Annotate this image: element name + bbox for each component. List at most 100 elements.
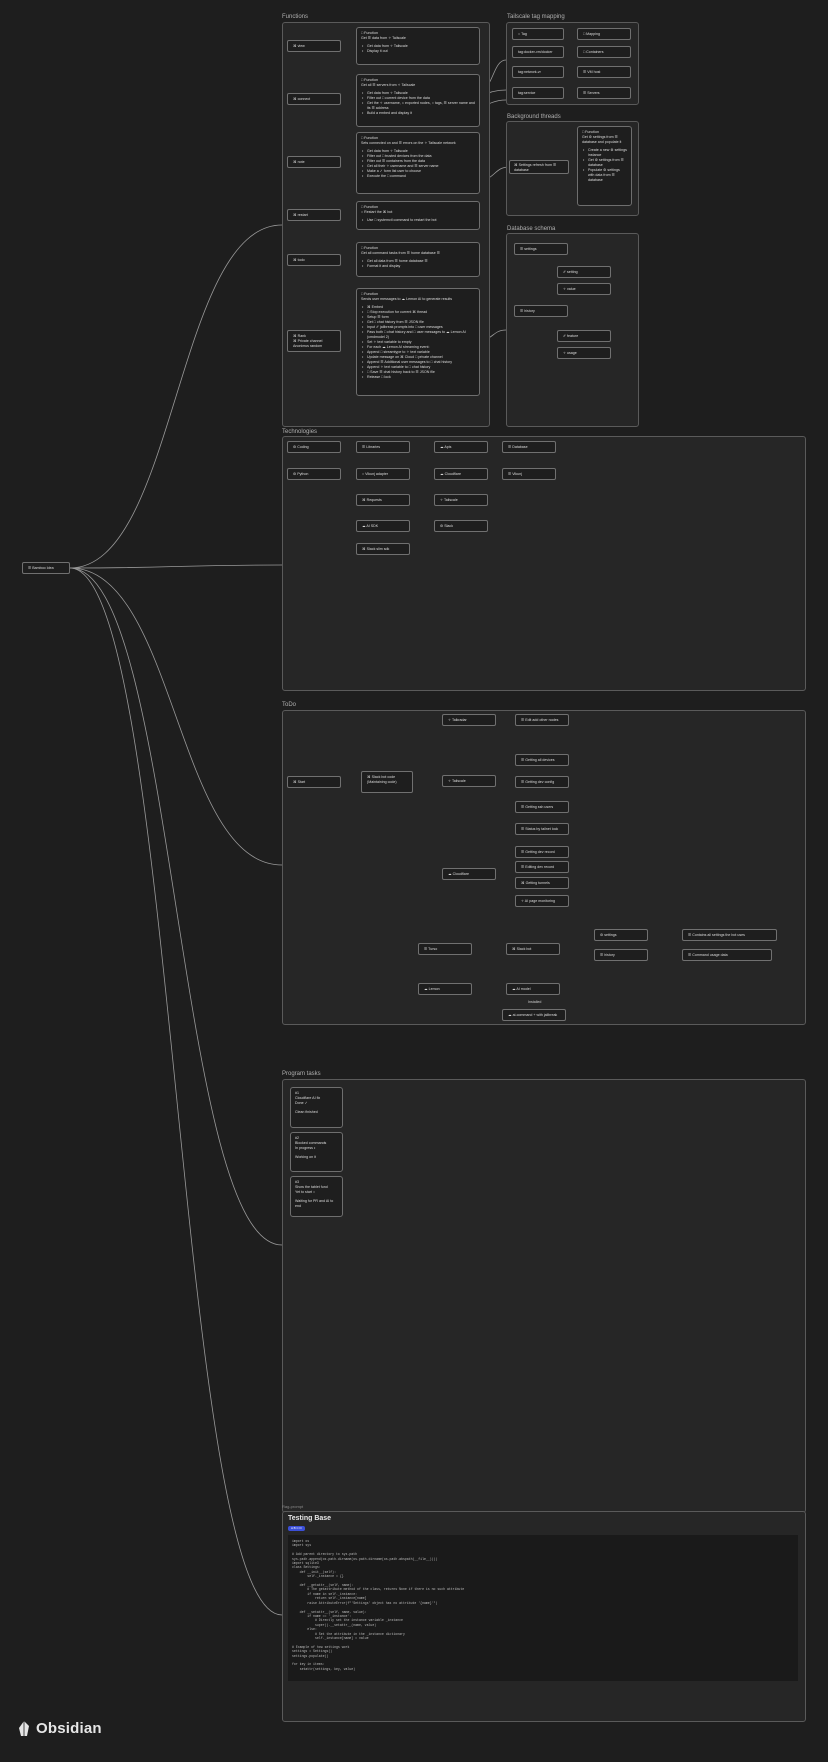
card-title: □ Function xyxy=(361,31,378,35)
card-list-item: Get □ chat history from ☰ JSON file xyxy=(361,320,475,325)
tech-requests[interactable]: ⌘ Requests xyxy=(356,494,410,506)
todo-db-history[interactable]: ☰ history xyxy=(594,949,648,961)
todo-db-item[interactable]: ☰ Contains all settings the bot uses xyxy=(682,929,777,941)
root-node[interactable]: ☰ Bamboo Idea xyxy=(22,562,70,574)
card-list-item: Display it out xyxy=(361,49,475,54)
todo-branch-tailscale[interactable]: ✧ Tailscale xyxy=(442,775,496,787)
tech-vikunj-adapter[interactable]: ○ Vikunj adapter xyxy=(356,468,410,480)
card-list-item: Filter out ☰ containers from the data xyxy=(361,159,475,164)
todo-item[interactable]: ⌘ Getting tunnels xyxy=(515,877,569,889)
tech-slack-sdk[interactable]: ⌘ Slack slim sdk xyxy=(356,543,410,555)
tech-vikunj[interactable]: ☰ Vikunj xyxy=(502,468,556,480)
task-name: Blocked commands xyxy=(295,1141,327,1145)
function-node-connect[interactable]: ⌘ connect xyxy=(287,93,341,105)
card-title: Sends user messages to ☁ Lemon AI to gen… xyxy=(361,297,453,301)
group-label-background: Background threads xyxy=(507,114,561,120)
rag-title: Testing Base xyxy=(288,1515,332,1522)
root-connector xyxy=(69,564,283,569)
todo-branch-turso[interactable]: ☰ Turso xyxy=(418,943,472,955)
function-node-todo[interactable]: ⌘ todo xyxy=(287,254,341,266)
mapping-node[interactable]: ☰ Servers xyxy=(577,87,631,99)
tech-database[interactable]: ☰ Database xyxy=(502,441,556,453)
card-list-item: Get all data from ☰ home database ☰ xyxy=(361,259,475,264)
todo-ai-install[interactable]: ☁ ai-command + with jailbreak xyxy=(502,1009,566,1021)
tech-ai-sdk[interactable]: ☁ AI SDK xyxy=(356,520,410,532)
todo-start[interactable]: ⌘ Start xyxy=(287,776,341,788)
db-table-settings[interactable]: ☰ settings xyxy=(514,243,568,255)
card-list-item: Get the ✧ username, ⌂ exported nodes, ○ … xyxy=(361,101,475,111)
tag-node[interactable]: tag:service xyxy=(512,87,564,99)
todo-item[interactable]: ☰ Getting dev record xyxy=(515,846,569,858)
todo-item[interactable]: ☰ Edit add other nodes xyxy=(515,714,569,726)
todo-item[interactable]: ☰ Getting dev config xyxy=(515,776,569,788)
tag-node[interactable]: tag:network-vr xyxy=(512,66,564,78)
tech-python[interactable]: ⚙ Python xyxy=(287,468,341,480)
todo-hub[interactable]: ⌘ Slack bot code (Maintaining code) xyxy=(361,771,413,793)
function-node-rank[interactable]: ⌘ Rank ⌘ Private channel Anonimus random xyxy=(287,330,341,352)
card-list-item: Get data from ✧ Tailscale xyxy=(361,149,475,154)
card-list-item: Append □ streamtype to ✧ text variable xyxy=(361,350,475,355)
mapping-node[interactable]: ☰ VM host xyxy=(577,66,631,78)
todo-branch-cloudflare[interactable]: ☁ Cloudflare xyxy=(442,868,496,880)
tag-node[interactable]: tag:docker-vm/docker xyxy=(512,46,564,58)
card-list-item: Make a ✓ form list user to choose xyxy=(361,169,475,174)
card-list-item: Filter out □ trusted devices from the da… xyxy=(361,154,475,159)
group-program-tasks[interactable] xyxy=(282,1079,806,1513)
mapping-node[interactable]: □ Mapping xyxy=(577,28,631,40)
function-node-view[interactable]: ⌘ view xyxy=(287,40,341,52)
todo-branch-talkradar[interactable]: ✧ Talkradar xyxy=(442,714,496,726)
todo-ai-model[interactable]: ☁ AI model xyxy=(506,983,560,995)
db-table-history[interactable]: ☰ history xyxy=(514,305,568,317)
todo-slack-bot[interactable]: ⌘ Slack bot xyxy=(506,943,560,955)
function-node-note[interactable]: ⌘ note xyxy=(287,156,341,168)
task-name: Show the tablet fund xyxy=(295,1185,328,1189)
card-list-item: Format it and display xyxy=(361,264,475,269)
task-status: In progress ◐ xyxy=(295,1146,317,1150)
tech-apis[interactable]: ☁ Apis xyxy=(434,441,488,453)
tech-tailscale[interactable]: ✧ Tailscale xyxy=(434,494,488,506)
obsidian-logo-icon xyxy=(19,1720,29,1736)
tech-slack[interactable]: ⚙ Slack xyxy=(434,520,488,532)
card-list-item: Get data from ✧ Tailscale xyxy=(361,44,475,49)
tech-cloudflare[interactable]: ☁ Cloudflare xyxy=(434,468,488,480)
todo-installed-label: Installed xyxy=(528,1000,542,1004)
root-connector xyxy=(69,567,283,1616)
obsidian-brand: Obsidian xyxy=(18,1720,102,1737)
card-title: □ Function xyxy=(361,246,378,250)
todo-item[interactable]: ☰ Getting ssh users xyxy=(515,801,569,813)
todo-db-item[interactable]: ☰ Command usage data xyxy=(682,949,772,961)
settings-refresh-node[interactable]: ⌘ Settings refresh from ☰ database xyxy=(509,160,569,174)
db-field-usage[interactable]: ✧ usage xyxy=(557,347,611,359)
db-field-setting[interactable]: ✐ setting xyxy=(557,266,611,278)
db-field-feature[interactable]: ✐ feature xyxy=(557,330,611,342)
mapping-node[interactable]: □ Containers xyxy=(577,46,631,58)
todo-item[interactable]: ☰ Editing dev record xyxy=(515,861,569,873)
db-field-value[interactable]: ✧ value xyxy=(557,283,611,295)
task-status: Done ✓ xyxy=(295,1101,308,1105)
tech-coding[interactable]: ⚙ Coding xyxy=(287,441,341,453)
task-note: Working on it xyxy=(295,1155,316,1159)
root-connector xyxy=(69,224,283,569)
function-node-restart[interactable]: ⌘ restart xyxy=(287,209,341,221)
tag-node[interactable]: ○ Tag xyxy=(512,28,564,40)
card-list-item: Set ✧ text variable to empty xyxy=(361,340,475,345)
tech-libraries[interactable]: ☰ Libraries xyxy=(356,441,410,453)
todo-item[interactable]: ☰ Status by tailnet lock xyxy=(515,823,569,835)
card-list-item: Setup ☰ form xyxy=(361,315,475,320)
root-connector xyxy=(69,567,283,866)
todo-item[interactable]: ☰ Getting all devices xyxy=(515,754,569,766)
todo-branch-lemon[interactable]: ☁ Lemon xyxy=(418,983,472,995)
task-number: #2 xyxy=(295,1136,299,1140)
todo-db-settings[interactable]: ⚙ settings xyxy=(594,929,648,941)
function-card[interactable]: □ Function○ Restart the ⌘ botUse □ syste… xyxy=(356,201,480,230)
todo-item[interactable]: ✧ AI page monitoring xyxy=(515,895,569,907)
